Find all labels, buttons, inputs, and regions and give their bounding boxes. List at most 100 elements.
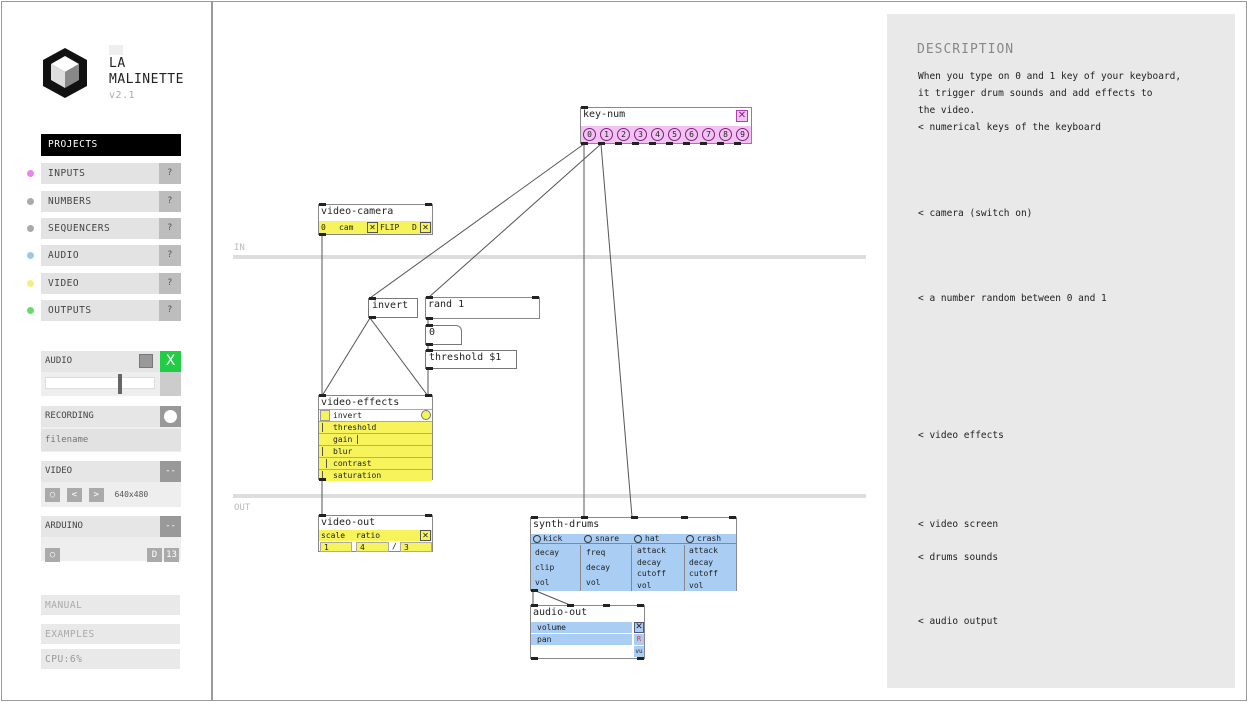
hat-attack[interactable]: attack (637, 546, 666, 555)
keynum-toggle[interactable]: ✕ (736, 110, 748, 122)
number-box[interactable]: 0 (425, 324, 462, 346)
effect-row-contrast[interactable]: contrast (319, 457, 432, 469)
menu-sequencers[interactable]: SEQUENCERS ? (41, 218, 181, 239)
hat-vol[interactable]: vol (637, 580, 652, 590)
video-out-values: 1 4 / 3 (319, 542, 432, 552)
arduino-status-button[interactable]: -- (160, 516, 181, 537)
camera-toggle[interactable]: ✕ (367, 222, 378, 233)
examples-link[interactable]: EXAMPLES (41, 624, 180, 644)
threshold-message[interactable]: threshold $1 (425, 349, 517, 370)
crash-attack[interactable]: attack (689, 546, 718, 555)
menu-inputs-label: INPUTS (48, 168, 86, 179)
video-status-button[interactable]: -- (160, 461, 181, 482)
video-camera-object[interactable]: video-camera 0 cam ✕ FLIP D ✕ (318, 203, 433, 236)
menu-video[interactable]: VIDEO ? (41, 273, 181, 294)
kick-decay[interactable]: decay (535, 548, 560, 557)
menu-sequencers-help[interactable]: ? (159, 218, 181, 239)
effect-row-threshold[interactable]: threshold (319, 421, 432, 433)
out-divider (233, 494, 866, 498)
arduino-power-button[interactable]: ○ (45, 548, 60, 562)
key-button-9[interactable]: 9 (736, 128, 749, 141)
snare-freq[interactable]: freq (586, 548, 606, 557)
key-button-6[interactable]: 6 (685, 128, 698, 141)
crash-cutoff[interactable]: cutoff (689, 569, 718, 578)
video-effects-object[interactable]: video-effects invert threshold gain blur… (318, 394, 433, 481)
sequencers-dot-icon (27, 225, 34, 232)
drum-head-kick[interactable]: kick (543, 534, 563, 543)
audio-settings-icon[interactable] (139, 354, 153, 368)
kick-vol[interactable]: vol (535, 578, 550, 587)
description-title: DESCRIPTION (917, 42, 1015, 57)
menu-sequencers-label: SEQUENCERS (48, 223, 111, 234)
rand-object[interactable]: rand 1 (425, 296, 540, 320)
audio-out-volume[interactable]: volume (531, 622, 632, 633)
video-out-object[interactable]: video-out scale ratio ✕ 1 4 / 3 (318, 514, 433, 552)
effect-row-gain[interactable]: gain (319, 433, 432, 445)
audio-slider-handle[interactable] (118, 374, 122, 394)
key-button-3[interactable]: 3 (634, 128, 647, 141)
menu-audio-help[interactable]: ? (159, 245, 181, 266)
menu-numbers[interactable]: NUMBERS ? (41, 191, 181, 212)
key-button-0[interactable]: 0 (583, 128, 596, 141)
arduino-panel-label: ARDUINO (45, 521, 83, 531)
menu-outputs-help[interactable]: ? (159, 300, 181, 321)
snare-vol[interactable]: vol (586, 578, 601, 587)
video-next-button[interactable]: > (88, 488, 104, 502)
key-button-1[interactable]: 1 (600, 128, 613, 141)
brand-line1: LA (109, 56, 126, 71)
effect-row-saturation[interactable]: saturation (319, 469, 432, 481)
record-button[interactable] (160, 406, 181, 427)
drum-head-hat[interactable]: hat (645, 534, 660, 543)
menu-audio[interactable]: AUDIO ? (41, 245, 181, 266)
audio-volume-slider[interactable] (45, 374, 155, 394)
recording-panel-head: RECORDING (41, 406, 181, 427)
video-out-ratio-w[interactable]: 4 (356, 542, 389, 552)
synth-drums-object[interactable]: synth-drums kick snare hat crash decay c… (530, 516, 737, 592)
camera-flip-toggle[interactable]: ✕ (420, 222, 431, 233)
video-prev-button[interactable]: < (66, 488, 82, 502)
numbers-dot-icon (27, 198, 34, 205)
menu-video-help[interactable]: ? (159, 273, 181, 294)
crash-vol[interactable]: vol (689, 580, 704, 590)
effect-row-blur[interactable]: blur (319, 445, 432, 457)
drum-head-snare[interactable]: snare (595, 534, 620, 543)
menu-outputs[interactable]: OUTPUTS ? (41, 300, 181, 321)
snare-decay[interactable]: decay (586, 563, 611, 572)
manual-link[interactable]: MANUAL (41, 595, 180, 615)
menu-numbers-help[interactable]: ? (159, 191, 181, 212)
menu-inputs[interactable]: INPUTS ? (41, 163, 181, 184)
audio-out-object[interactable]: audio-out volume pan ✕ R vu (530, 604, 645, 660)
hat-cutoff[interactable]: cutoff (637, 569, 666, 578)
video-out-scale-value[interactable]: 1 (320, 542, 352, 552)
number-box-value: 0 (429, 327, 436, 338)
key-button-7[interactable]: 7 (702, 128, 715, 141)
audio-toggle-button[interactable]: X (160, 351, 181, 372)
brand-line2: MALINETTE (109, 72, 184, 87)
key-button-2[interactable]: 2 (617, 128, 630, 141)
key-button-8[interactable]: 8 (719, 128, 732, 141)
arduino-pin-number[interactable]: 13 (164, 548, 179, 562)
crash-decay[interactable]: decay (689, 557, 714, 567)
kick-clip[interactable]: clip (535, 563, 555, 572)
effect-row-invert[interactable]: invert (319, 409, 432, 421)
invert-message[interactable]: invert (368, 297, 418, 319)
audio-out-toggle[interactable]: ✕ (634, 622, 644, 633)
invert-message-label: invert (372, 300, 409, 311)
video-out-ratio-h[interactable]: 3 (400, 542, 432, 552)
key-button-5[interactable]: 5 (668, 128, 681, 141)
camera-number-box[interactable]: 0 (321, 223, 326, 232)
video-power-button[interactable]: ○ (45, 488, 60, 502)
menu-video-label: VIDEO (48, 278, 80, 289)
drum-head-crash[interactable]: crash (697, 534, 722, 543)
key-button-4[interactable]: 4 (651, 128, 664, 141)
video-out-toggle[interactable]: ✕ (420, 530, 431, 541)
menu-inputs-help[interactable]: ? (159, 163, 181, 184)
arduino-d-button[interactable]: D (147, 548, 162, 562)
menu-projects[interactable]: PROJECTS (41, 134, 181, 156)
audio-out-pan[interactable]: pan (531, 634, 632, 645)
hat-decay[interactable]: decay (637, 557, 662, 567)
filename-input[interactable] (41, 429, 181, 451)
audio-out-record[interactable]: R (634, 634, 644, 645)
reset-icon[interactable] (421, 410, 431, 420)
